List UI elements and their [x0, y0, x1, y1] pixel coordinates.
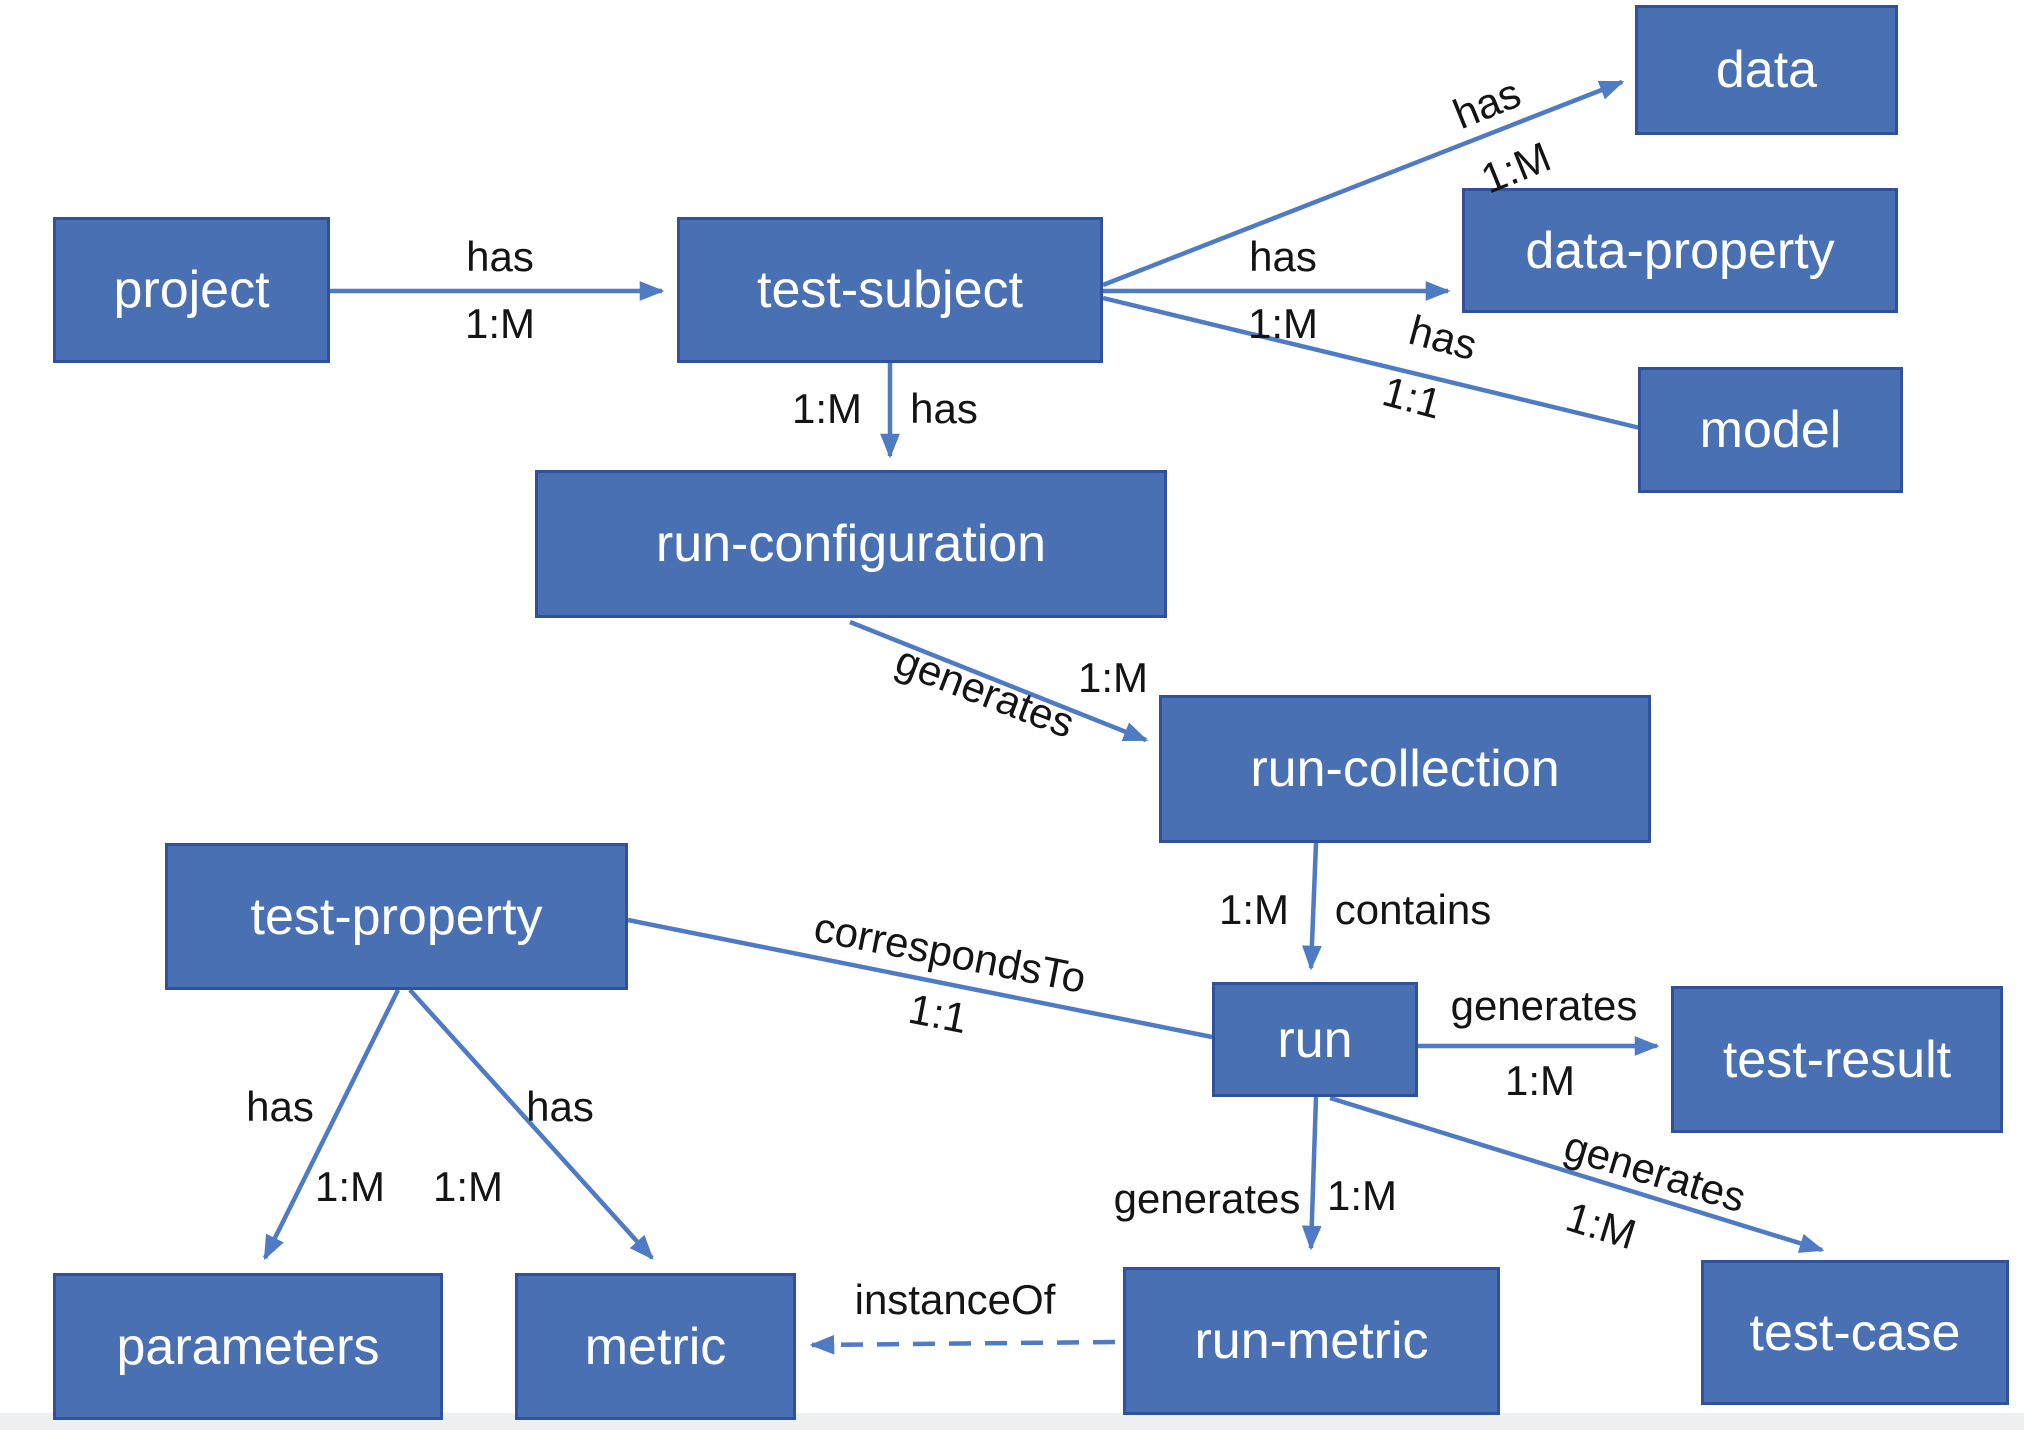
edge-run-test-case	[1329, 1095, 1825, 1253]
edge-label-project-test-subject: has	[466, 233, 534, 280]
edge-label-test-property-metric: has	[526, 1083, 594, 1130]
edge-label-run-metric-metric: instanceOf	[854, 1276, 1056, 1323]
edge-label-run-collection-run: contains	[1334, 886, 1492, 933]
edge-run-configuration-run-collection	[849, 619, 1149, 743]
edge-test-subject-model	[1102, 295, 1641, 431]
edge-cardinality-run-configuration-run-collection: 1:M	[1077, 654, 1149, 701]
node-metric: metric	[515, 1273, 796, 1420]
edge-label-run-test-result: generates	[1450, 982, 1638, 1029]
node-data-property: data-property	[1462, 188, 1898, 313]
edge-test-subject-data	[1102, 79, 1625, 288]
node-parameters: parameters	[53, 1273, 443, 1420]
edge-cardinality-test-property-parameters: 1:M	[314, 1163, 386, 1210]
edge-run-run-metric	[1301, 1096, 1322, 1251]
edge-cardinality-test-subject-data-property: 1:M	[1247, 300, 1319, 347]
edge-label-test-subject-data-property: has	[1249, 233, 1317, 280]
node-test-property: test-property	[165, 843, 628, 990]
node-test-subject: test-subject	[677, 217, 1103, 363]
node-run: run	[1212, 982, 1418, 1097]
node-test-case: test-case	[1701, 1260, 2009, 1405]
bottom-edge-strip	[0, 1413, 2024, 1430]
node-run-configuration: run-configuration	[535, 470, 1167, 618]
edge-run-metric-metric	[809, 1334, 1116, 1355]
node-model: model	[1638, 367, 1903, 493]
edge-cardinality-run-run-metric: 1:M	[1326, 1172, 1398, 1219]
node-run-collection: run-collection	[1159, 695, 1651, 843]
node-project: project	[53, 217, 330, 363]
node-test-result: test-result	[1671, 986, 2003, 1133]
edge-test-property-parameters	[262, 988, 401, 1261]
edge-label-test-subject-run-configuration: has	[910, 385, 978, 432]
edge-label-run-run-metric: generates	[1113, 1175, 1301, 1222]
edge-run-collection-run	[1301, 842, 1322, 971]
edge-cardinality-run-test-result: 1:M	[1504, 1057, 1576, 1104]
edge-label-test-property-parameters: has	[246, 1083, 314, 1130]
node-run-metric: run-metric	[1123, 1267, 1500, 1415]
edge-cardinality-test-subject-run-configuration: 1:M	[791, 385, 863, 432]
edge-cardinality-test-property-metric: 1:M	[432, 1163, 504, 1210]
edge-cardinality-test-property-run: 1:1	[904, 984, 972, 1043]
edge-test-property-run	[627, 917, 1213, 1040]
edge-cardinality-project-test-subject: 1:M	[464, 300, 536, 347]
edge-cardinality-run-collection-run: 1:M	[1218, 886, 1290, 933]
edge-test-property-metric	[408, 988, 654, 1260]
node-data: data	[1635, 5, 1898, 135]
